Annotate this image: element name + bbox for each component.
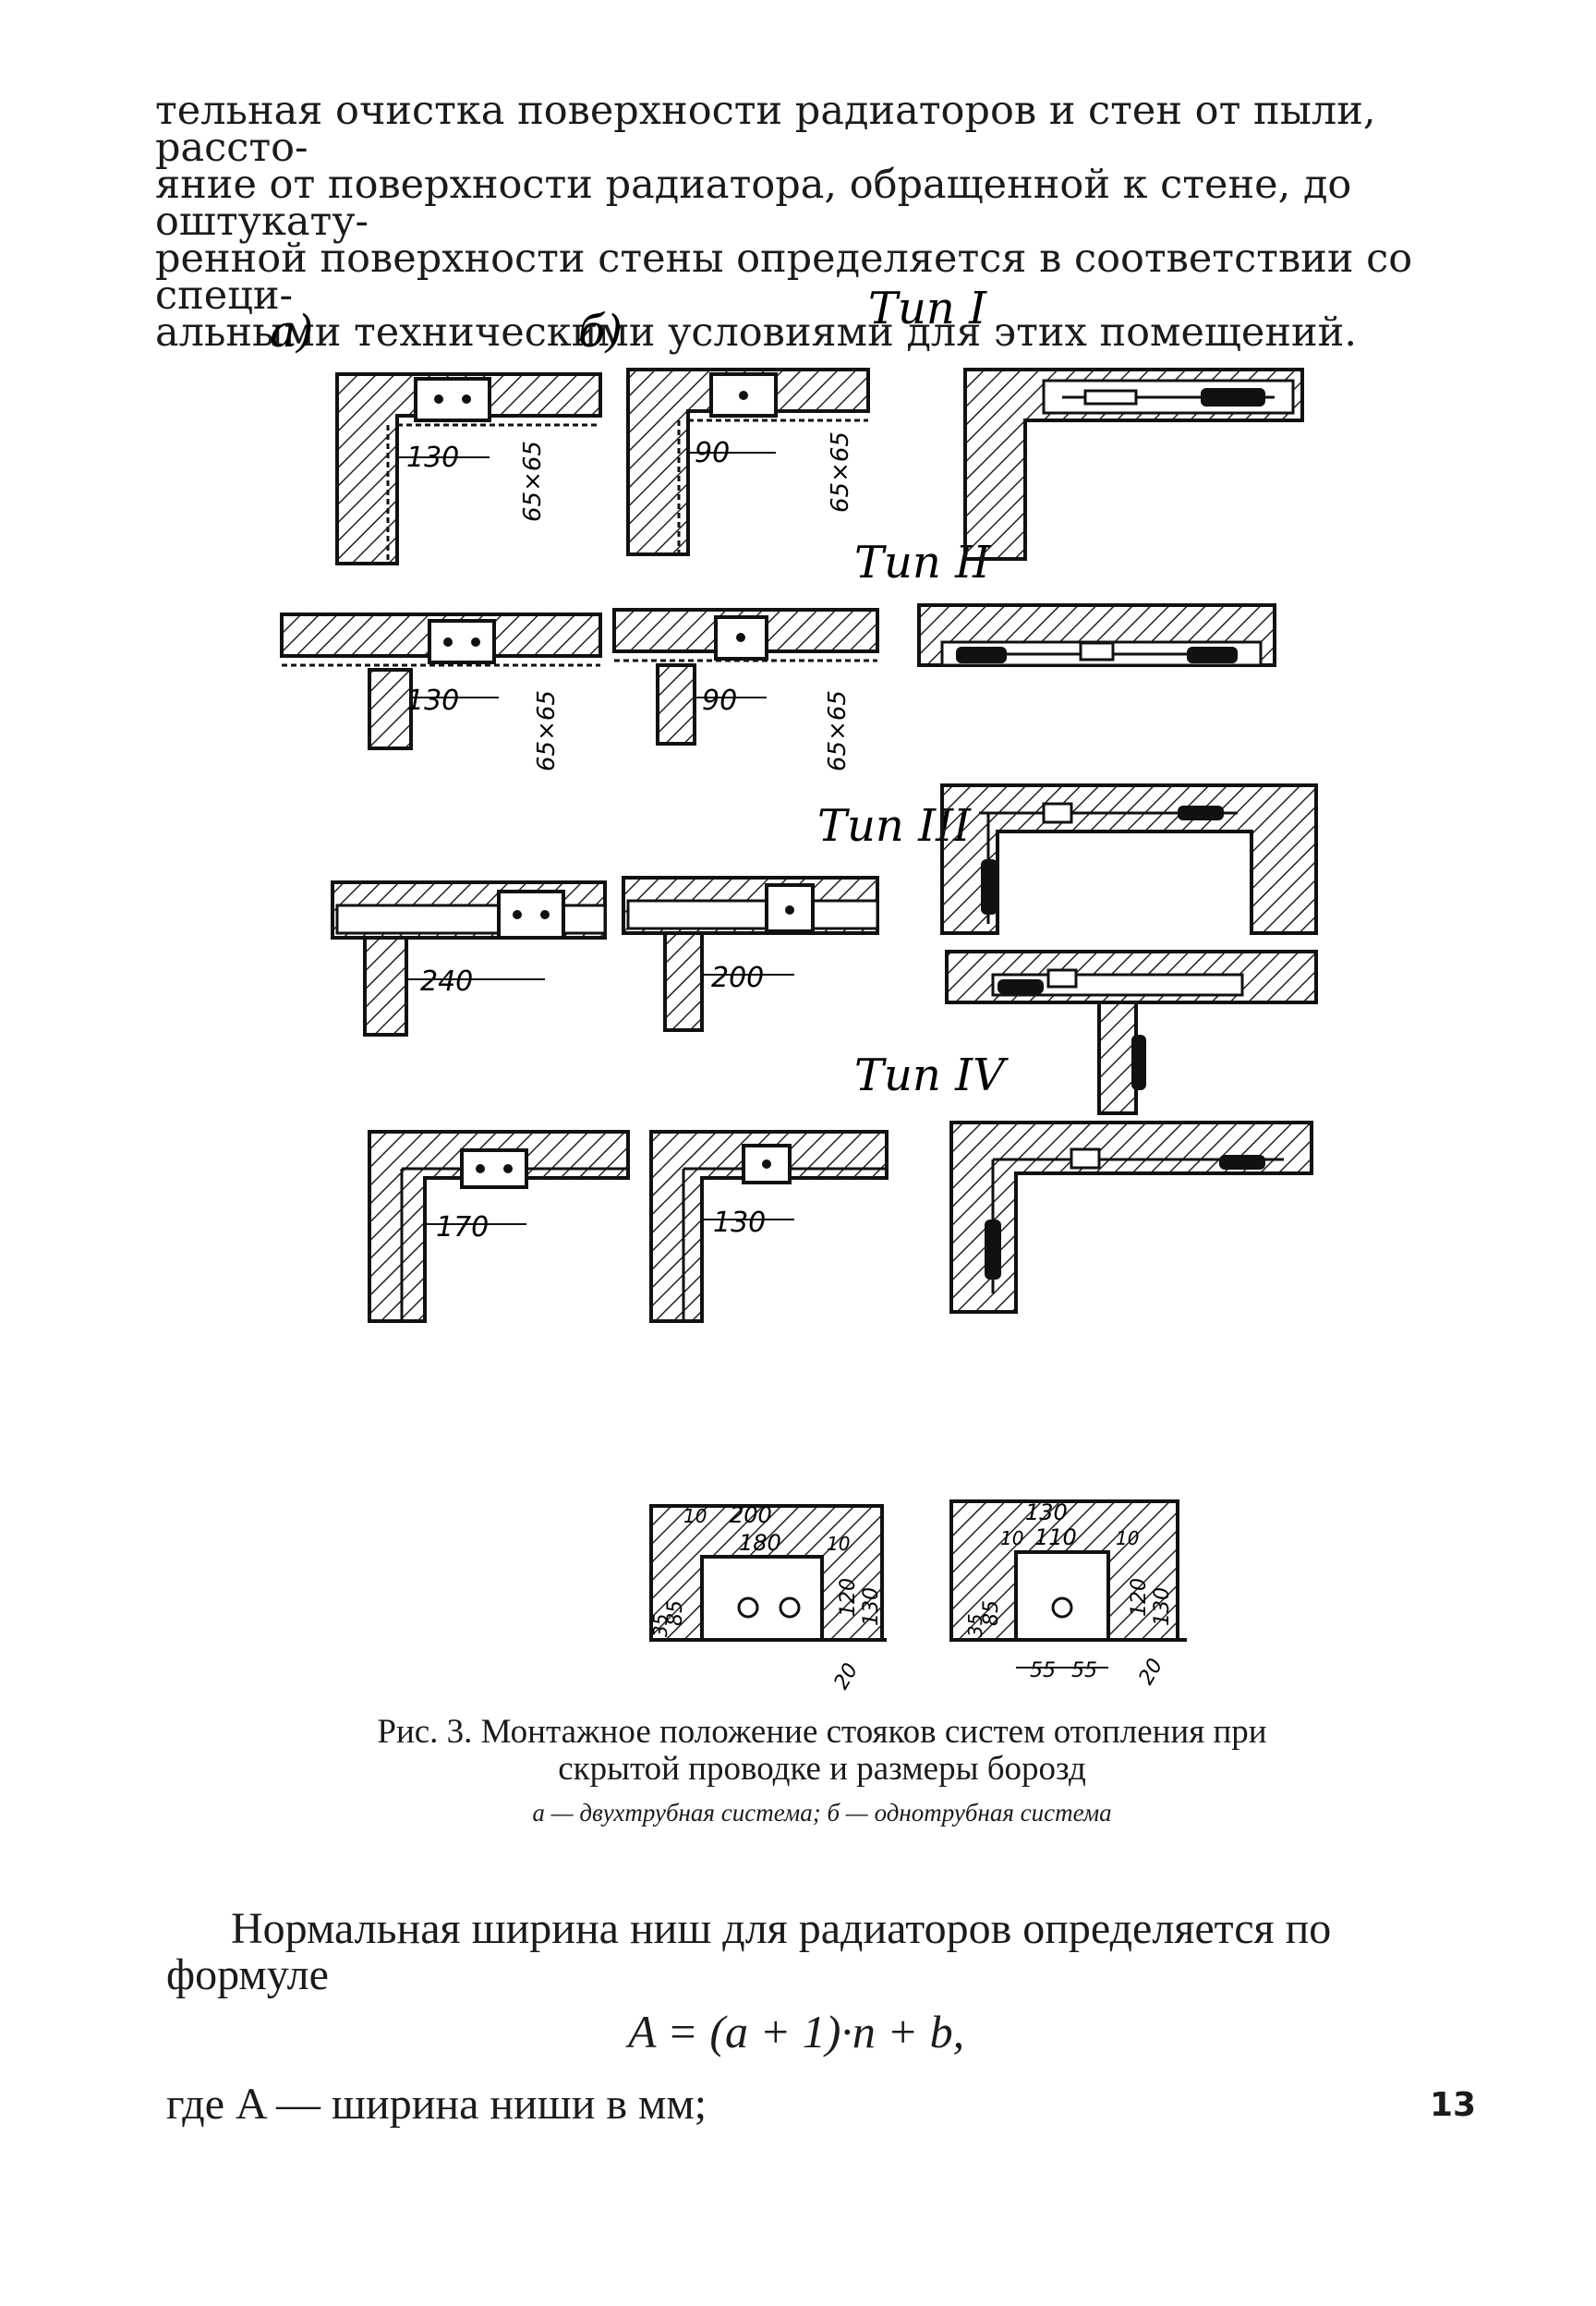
groove-a-dim: 10 xyxy=(827,1533,850,1555)
body-line: Нормальная ширина ниш для радиаторов опр… xyxy=(231,1904,1332,1953)
groove-b-dim: 110 xyxy=(1034,1524,1077,1550)
groove-b-dim: 130 xyxy=(1025,1499,1068,1525)
dim-row4-a: 170 xyxy=(436,1211,489,1244)
dim-row1-a: 130 xyxy=(406,442,459,474)
groove-a-dim: 10 xyxy=(683,1505,707,1527)
dim-row3-b: 200 xyxy=(711,962,764,994)
type-label-4: Тип IV xyxy=(854,1050,1009,1101)
dim-row3-a: 240 xyxy=(420,965,473,998)
dim-row1-pipe-a: 65×65 xyxy=(519,441,547,522)
row1-type-corner xyxy=(963,368,1304,561)
row3-type-tee xyxy=(945,950,1318,1115)
row2-a-tee xyxy=(280,613,602,750)
groove-a-dim: 85 xyxy=(664,1600,687,1626)
row3-a-tee xyxy=(331,880,607,1037)
row2-type-wall xyxy=(917,603,1276,667)
dim-row2-b: 90 xyxy=(702,685,737,717)
label-b: б) xyxy=(578,306,623,358)
intro-line: яние от поверхности радиатора, обращенно… xyxy=(155,162,1352,245)
row3-b-tee xyxy=(622,876,879,1032)
dim-row4-b: 130 xyxy=(713,1207,766,1239)
groove-a-dim: 130 xyxy=(860,1587,883,1626)
dim-row1-pipe-b: 65×65 xyxy=(827,431,854,513)
groove-b-dim: 10 xyxy=(1000,1527,1023,1549)
groove-a-dim: 20 xyxy=(830,1659,864,1693)
row4-b-corner xyxy=(649,1130,889,1323)
intro-line: альными техническими условиями для этих … xyxy=(155,309,1358,356)
row4-type-corner xyxy=(949,1121,1313,1314)
formula: A = (a + 1)·n + b, xyxy=(628,2006,965,2057)
groove-detail-a xyxy=(649,1504,887,1642)
groove-b-dim: 130 xyxy=(1151,1587,1174,1626)
dim-row2-pipe-a: 65×65 xyxy=(533,690,561,771)
figure-legend: а — двухтрубная система; б — однотрубная… xyxy=(532,1799,1112,1827)
groove-detail-b xyxy=(949,1499,1187,1669)
dim-row1-b: 90 xyxy=(695,437,730,469)
where-line: где A — ширина ниши в мм; xyxy=(166,2080,707,2129)
caption-line: скрытой проводке и размеры борозд xyxy=(558,1750,1086,1788)
page-number: 13 xyxy=(1430,2086,1477,2124)
groove-b-dim: 85 xyxy=(980,1600,1003,1626)
dim-row2-a: 130 xyxy=(406,685,459,717)
groove-b-dim: 55 xyxy=(1071,1659,1097,1682)
caption-line: Рис. 3. Монтажное положение стояков сист… xyxy=(377,1713,1267,1751)
row1-b-corner xyxy=(626,368,870,556)
row2-b-tee xyxy=(612,608,879,746)
groove-b-dim: 120 xyxy=(1128,1578,1151,1617)
groove-b-dim: 10 xyxy=(1116,1527,1139,1549)
row3-type-room xyxy=(940,783,1318,935)
body-line: формуле xyxy=(166,1950,329,1999)
figure-caption: Рис. 3. Монтажное положение стояков сист… xyxy=(314,1714,1330,1788)
groove-b-dim: 55 xyxy=(1030,1659,1056,1682)
row4-a-corner xyxy=(368,1130,630,1323)
groove-b-dim: 35 xyxy=(964,1614,986,1637)
intro-paragraph: тельная очистка поверхности радиаторов и… xyxy=(155,88,1448,356)
groove-a-dim: 120 xyxy=(837,1578,860,1617)
type-label-1: Тип I xyxy=(868,283,987,334)
groove-a-dim: 35 xyxy=(649,1614,671,1637)
intro-line: тельная очистка поверхности радиаторов и… xyxy=(155,88,1376,171)
label-a: а) xyxy=(270,306,313,358)
groove-a-dim: 180 xyxy=(739,1530,781,1556)
groove-b-dim: 20 xyxy=(1135,1655,1168,1689)
dim-row2-pipe-b: 65×65 xyxy=(824,690,852,771)
intro-line: ренной поверхности стены определяется в … xyxy=(155,236,1413,319)
row1-a-corner xyxy=(335,372,602,565)
groove-a-dim: 200 xyxy=(730,1502,772,1528)
